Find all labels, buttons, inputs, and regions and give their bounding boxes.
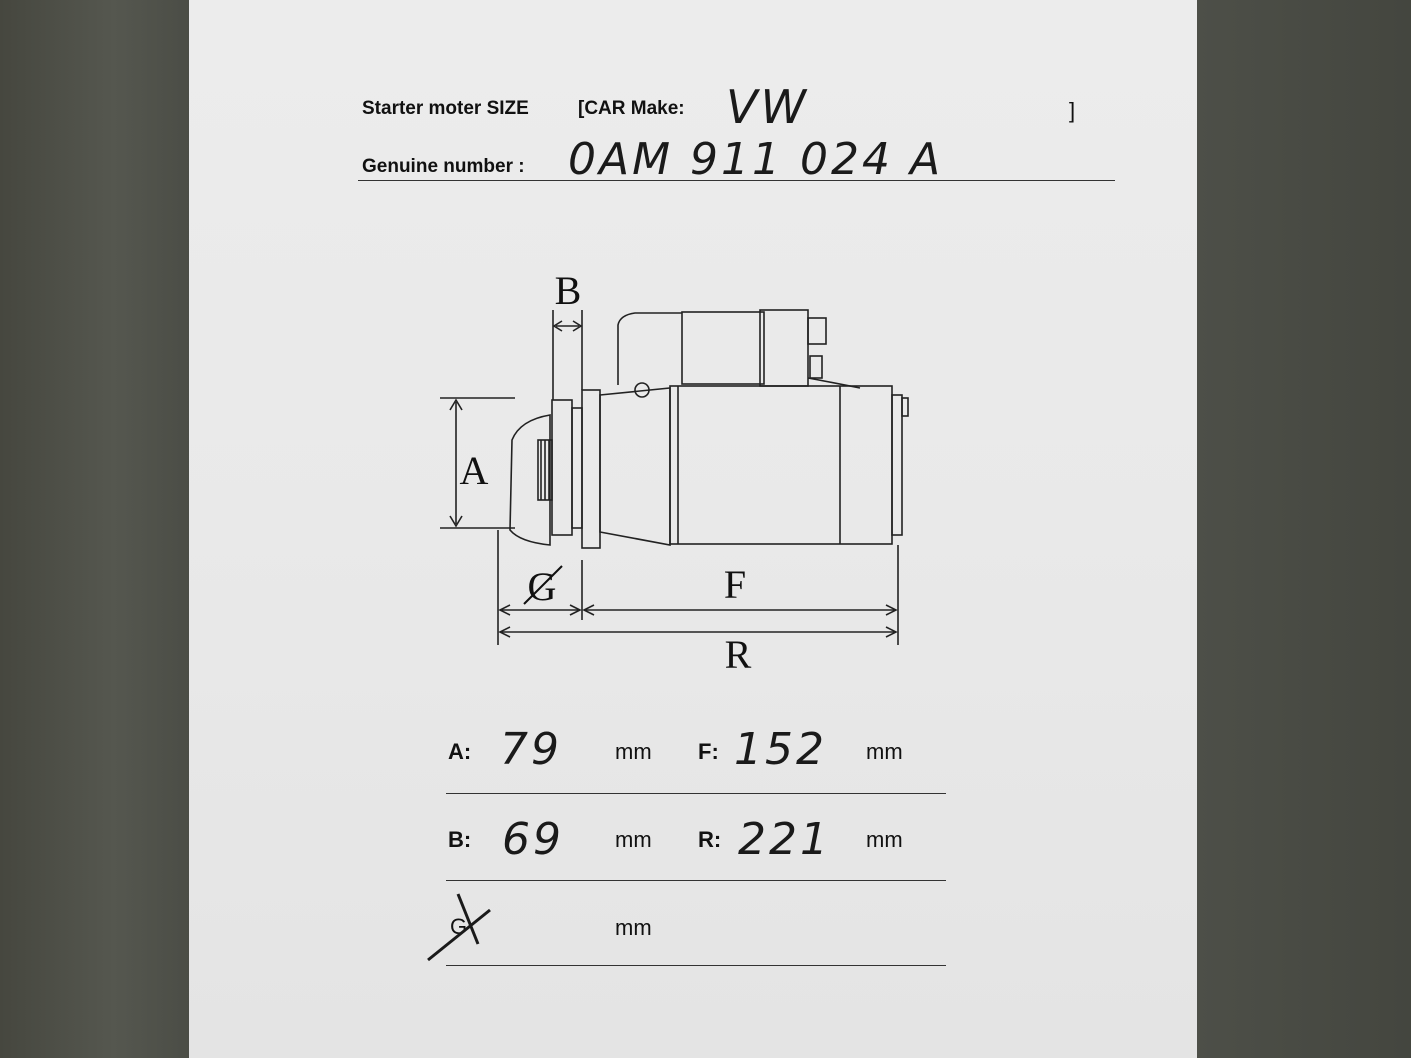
diagram-label-f: F <box>724 562 746 607</box>
row-3-underline <box>446 965 946 966</box>
car-make-value: VW <box>726 80 809 134</box>
measurement-f-unit: mm <box>866 739 903 764</box>
diagram-g-strike <box>523 565 563 605</box>
measurement-f-value: 152 <box>734 724 827 775</box>
measurement-a-value: 79 <box>500 724 562 775</box>
measurement-a-unit: mm <box>615 739 652 764</box>
paper-sheet <box>189 0 1197 1058</box>
g-strike-mark <box>427 893 491 962</box>
diagram-label-a: A <box>460 448 489 493</box>
measurement-a-label: A: <box>448 739 472 764</box>
row-2-underline <box>446 880 946 881</box>
genuine-number-value: 0AM 911 024 A <box>568 134 944 185</box>
size-label: Starter moter SIZE <box>362 98 529 119</box>
measurement-r-unit: mm <box>866 827 903 852</box>
measurement-g-unit: mm <box>615 915 652 940</box>
background-right <box>1197 0 1411 1058</box>
header-underline <box>358 180 1115 181</box>
background-left <box>0 0 190 1058</box>
measurement-r-value: 221 <box>738 814 831 865</box>
diagram-label-b: B <box>555 268 582 313</box>
row-1-underline <box>446 793 946 794</box>
starter-motor-diagram: B A G F R <box>440 268 909 677</box>
car-make-label: [CAR Make: <box>578 98 685 119</box>
measurement-b-unit: mm <box>615 827 652 852</box>
measurement-b-value: 69 <box>502 814 564 865</box>
diagram-label-r: R <box>725 632 752 677</box>
measurement-b-label: B: <box>448 827 472 852</box>
measurement-f-label: F: <box>698 739 719 764</box>
bracket-close: ] <box>1069 98 1076 123</box>
genuine-number-label: Genuine number : <box>362 156 525 177</box>
measurement-r-label: R: <box>698 827 722 852</box>
